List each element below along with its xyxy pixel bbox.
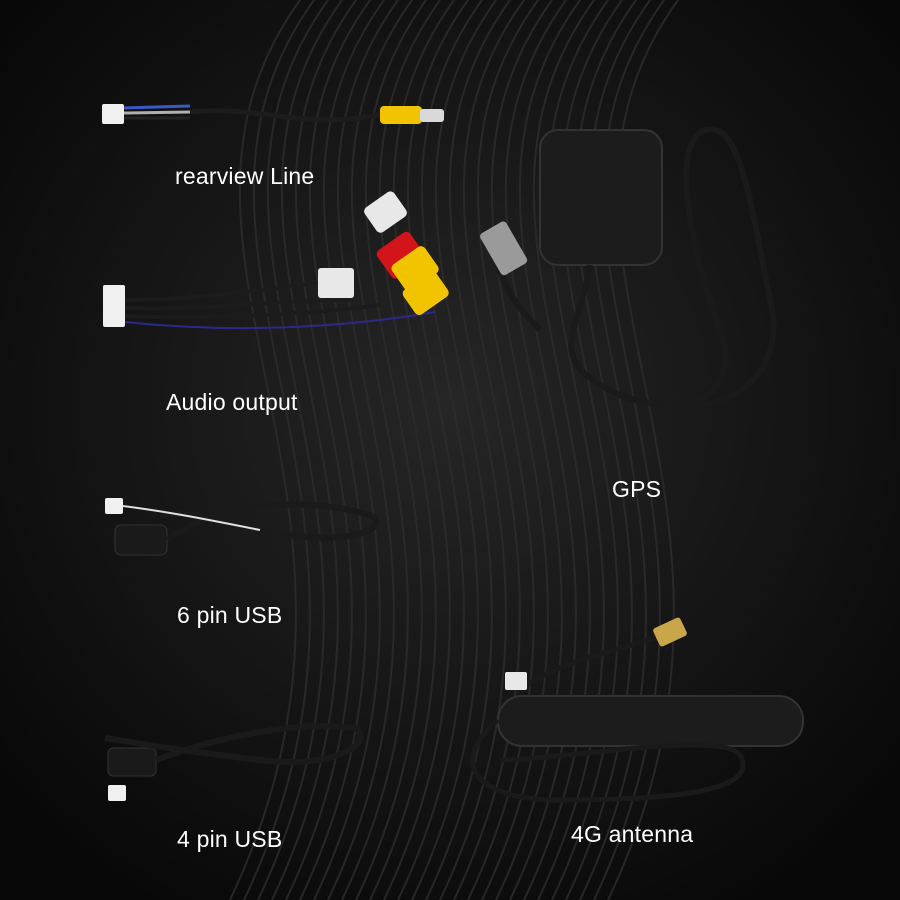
label-antenna-4g: 4G antenna [571,821,694,847]
label-usb-6pin: 6 pin USB [177,602,283,628]
background-stripe [313,0,385,900]
background-stripe [285,0,357,900]
label-gps: GPS [612,476,662,502]
background-stripe [257,0,329,900]
background-stripe [425,0,497,900]
background-stripe [271,0,343,900]
label-usb-4pin: 4 pin USB [177,826,283,852]
background-stripe [299,0,371,900]
background-stripe [327,0,399,900]
background-stripe [341,0,413,900]
label-rearview-line: rearview Line [175,163,315,189]
background-stripe [243,0,315,900]
background-stripe [355,0,427,900]
background-stripe [439,0,511,900]
label-audio-output: Audio output [166,389,298,415]
